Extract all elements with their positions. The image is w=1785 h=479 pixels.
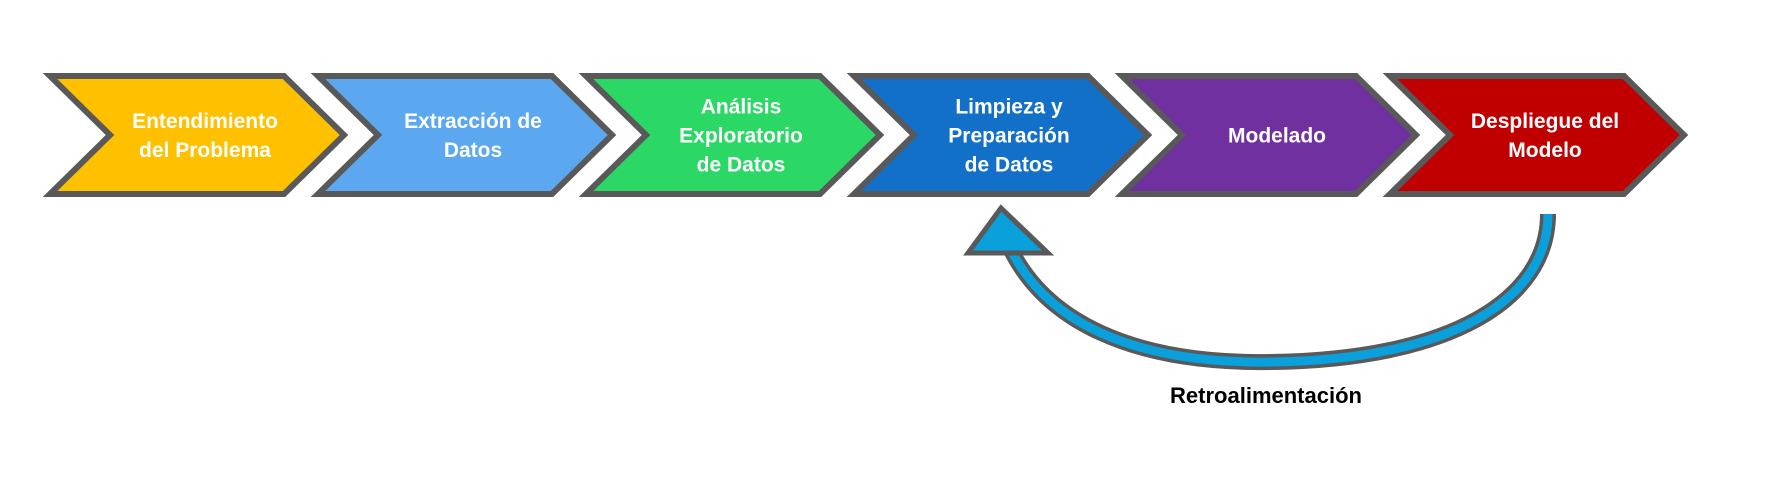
feedback-arrow xyxy=(963,204,1556,371)
process-steps xyxy=(42,73,1689,197)
step-chevron-limpieza xyxy=(846,73,1153,197)
step-label-analisis: Análisis Exploratorio de Datos xyxy=(679,95,803,177)
step-chevron-analisis xyxy=(578,73,885,197)
feedback-arrow-body xyxy=(1005,213,1553,367)
step-chevron-modelado xyxy=(1114,73,1421,197)
step-chevron-despliegue xyxy=(1382,73,1689,197)
step-label-extraccion: Extracción de Datos xyxy=(404,110,542,162)
step-chevron-entendimiento xyxy=(42,73,349,197)
feedback-arrow-outline xyxy=(1002,213,1556,371)
feedback-label: Retroalimentación xyxy=(1170,383,1362,408)
step-label-modelado: Modelado xyxy=(1228,124,1326,148)
step-chevron-extraccion xyxy=(310,73,617,197)
feedback-arrowhead xyxy=(963,204,1055,256)
step-label-entendimiento: Entendimiento del Problema xyxy=(132,110,278,162)
step-label-despliegue: Despliegue del Modelo xyxy=(1470,110,1620,162)
step-label-limpieza: Limpieza y Preparación de Datos xyxy=(948,95,1070,177)
